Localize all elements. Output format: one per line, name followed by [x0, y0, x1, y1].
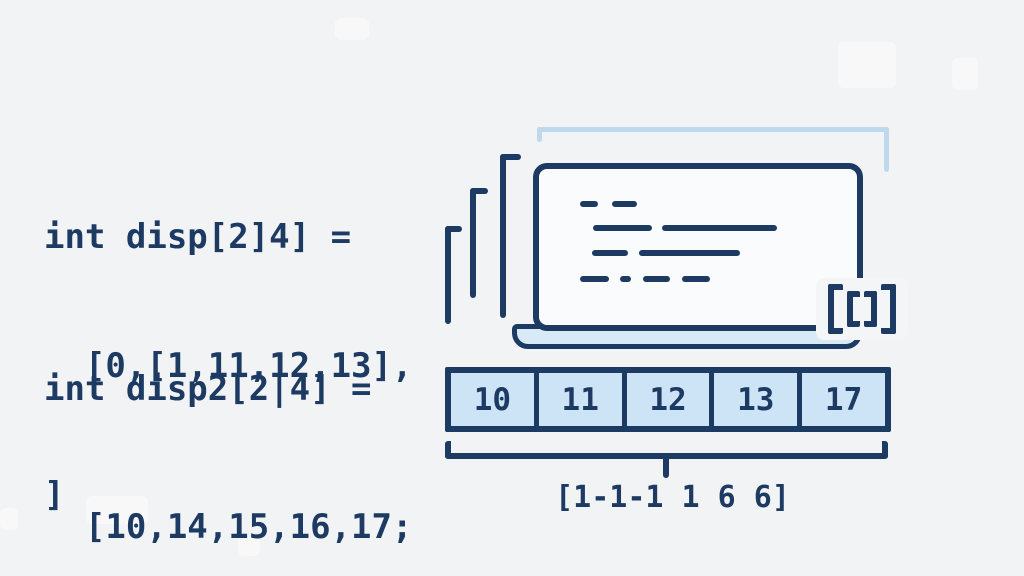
array-cell: 17: [797, 373, 885, 426]
code-dash: [682, 276, 710, 282]
outer-right-bracket-icon: [881, 284, 896, 334]
code-snippet-2: int disp2[2|4] = [10,14,15,16,17; ]: [44, 274, 412, 576]
under-bracket-icon: [445, 441, 888, 459]
code-dash: [612, 201, 637, 207]
background-artifact: [86, 496, 148, 524]
code-dash: [643, 276, 670, 282]
array-cell: 13: [709, 373, 798, 426]
code-dash: [620, 276, 631, 282]
code-dash: [592, 250, 628, 256]
screen-echo-icon: [470, 188, 488, 194]
background-artifact: [838, 42, 896, 88]
array-cell: 10: [451, 373, 534, 426]
array-caption: [1-1-1 1 6 6]: [555, 480, 790, 515]
code-line: [10,14,15,16,17;: [44, 507, 413, 547]
code-dash: [662, 225, 777, 231]
code-line: ]: [44, 475, 65, 515]
screen-echo-icon: [500, 154, 521, 160]
code-dash: [580, 201, 598, 207]
screen-echo-icon: [500, 154, 506, 318]
code-dash: [580, 276, 609, 282]
inner-left-bracket-icon: [847, 291, 860, 327]
code-dash: [639, 250, 740, 256]
laptop-screen: [533, 163, 863, 331]
code-line: int disp[2]4] =: [44, 217, 352, 257]
screen-echo-icon: [445, 226, 462, 232]
code-line: [0,[1,11,12,13],: [44, 346, 413, 386]
code-snippet-1: int disp[2]4] = [0,[1,11,12,13], ]: [44, 130, 412, 576]
top-bracket-icon: [537, 127, 889, 132]
background-artifact: [0, 508, 18, 530]
code-dash: [593, 225, 652, 231]
inner-right-bracket-icon: [864, 291, 877, 327]
background-artifact: [335, 18, 369, 40]
array-cell: 12: [621, 373, 710, 426]
array-strip: 10 11 12 13 17: [445, 367, 891, 432]
array-cell: 11: [533, 373, 622, 426]
screen-echo-icon: [470, 188, 476, 298]
outer-left-bracket-icon: [828, 284, 843, 334]
array-brackets-icon: [816, 278, 908, 340]
background-artifact: [952, 58, 978, 90]
background-artifact: [238, 534, 260, 556]
screen-echo-icon: [445, 226, 451, 324]
top-bracket-icon: [537, 127, 542, 142]
top-bracket-icon: [884, 127, 889, 172]
under-bracket-tick: [663, 457, 669, 478]
code-line: int disp2[2|4] =: [44, 369, 372, 409]
